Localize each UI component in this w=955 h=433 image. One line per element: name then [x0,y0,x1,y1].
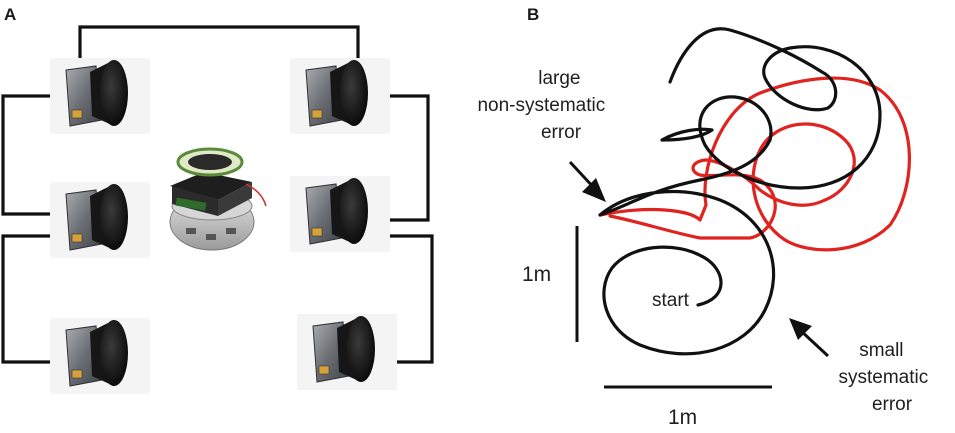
panel-b-label: B [527,5,539,24]
speaker-icon [49,317,151,395]
arrow-large-error [568,160,606,202]
robot-icon [169,147,267,251]
arrow-small-error [789,318,830,358]
speaker-icon [49,57,151,135]
trajectory-red [598,76,911,252]
panel-a-label: A [4,5,16,24]
scale-horizontal-label: 1m [668,406,697,429]
large-error-label: large non-systematic error [477,68,610,143]
small-error-line2: systematic [838,367,928,388]
scale-vertical-label: 1m [522,263,551,286]
trajectory-black [598,27,882,356]
small-error-label: small systematic error [838,340,933,415]
large-error-line3: error [541,122,582,143]
speaker-icon [289,57,391,135]
speaker-icon [49,181,151,259]
start-label: start [652,290,690,311]
small-error-line3: error [872,394,913,415]
speaker-icon [289,175,391,253]
large-error-line2: non-systematic [477,95,605,116]
large-error-line1: large [538,68,580,89]
speaker-icon [296,313,398,391]
small-error-line1: small [859,340,903,361]
wiring [1,25,434,364]
